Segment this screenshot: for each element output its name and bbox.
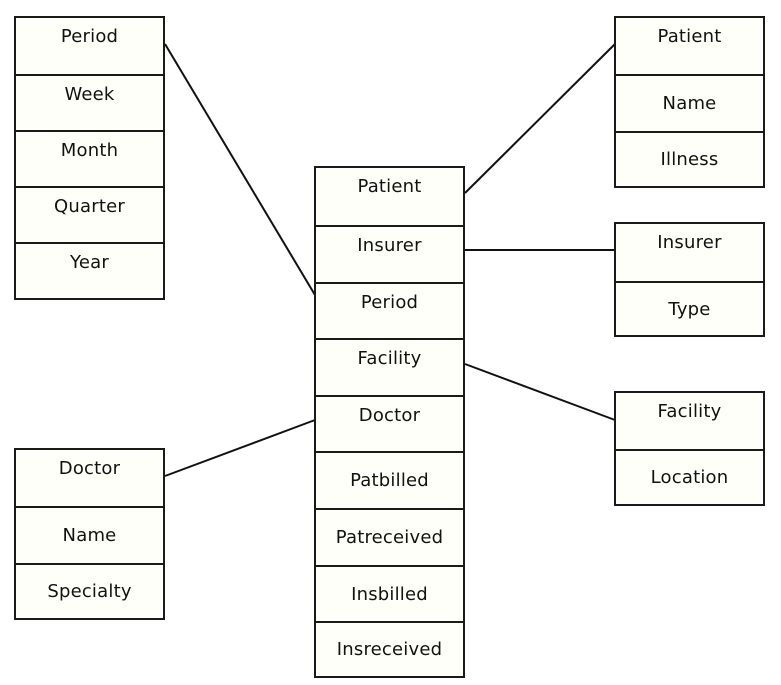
period-table: Period Week Month Quarter Year bbox=[14, 16, 165, 300]
link-facility bbox=[464, 363, 616, 421]
insurer-field-type: Type bbox=[616, 281, 763, 335]
period-header: Period bbox=[60, 26, 119, 47]
period-field-year: Year bbox=[16, 242, 163, 298]
patient-header: Patient bbox=[657, 26, 722, 47]
facility-header: Facility bbox=[657, 401, 722, 422]
patient-field-name: Name bbox=[616, 74, 763, 131]
fact-field-patient: Patient bbox=[357, 176, 422, 197]
fact-field-doctor: Doctor bbox=[316, 395, 463, 451]
period-field-quarter: Quarter bbox=[16, 186, 163, 242]
doctor-field-specialty: Specialty bbox=[16, 563, 163, 618]
period-field-month: Month bbox=[16, 130, 163, 186]
link-period bbox=[164, 43, 316, 296]
facility-field-location: Location bbox=[616, 449, 763, 504]
doctor-field-name: Name bbox=[16, 506, 163, 563]
patient-table: Patient Name Illness bbox=[614, 16, 765, 188]
fact-table: Patient Insurer Period Facility Doctor P… bbox=[314, 166, 465, 678]
period-field-week: Week bbox=[16, 74, 163, 130]
doctor-header: Doctor bbox=[58, 458, 121, 479]
patient-field-illness: Illness bbox=[616, 131, 763, 186]
fact-field-facility: Facility bbox=[316, 338, 463, 395]
fact-field-insreceived: Insreceived bbox=[316, 621, 463, 676]
fact-field-insurer: Insurer bbox=[316, 225, 463, 282]
link-patient bbox=[464, 43, 616, 194]
insurer-header: Insurer bbox=[657, 232, 722, 253]
fact-field-patbilled: Patbilled bbox=[316, 451, 463, 508]
doctor-table: Doctor Name Specialty bbox=[14, 448, 165, 620]
fact-field-patreceived: Patreceived bbox=[316, 508, 463, 565]
link-doctor bbox=[164, 419, 316, 477]
facility-table: Facility Location bbox=[614, 391, 765, 506]
fact-field-period: Period bbox=[316, 282, 463, 338]
fact-field-insbilled: Insbilled bbox=[316, 565, 463, 621]
insurer-table: Insurer Type bbox=[614, 222, 765, 337]
